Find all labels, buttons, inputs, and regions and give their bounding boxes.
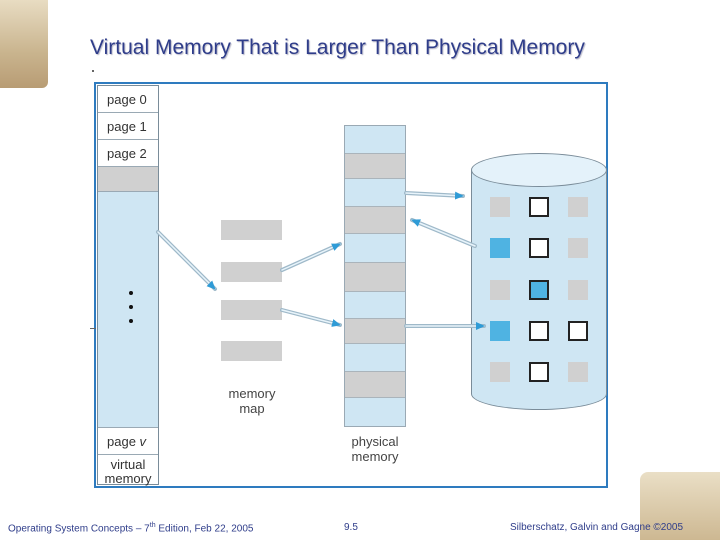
disk-block — [529, 238, 549, 258]
physical-memory-column — [344, 125, 406, 427]
vm-page-0: page 0 — [98, 86, 158, 113]
memory-map-entry — [221, 220, 282, 240]
memory-map-entry — [221, 341, 282, 361]
disk-block — [490, 362, 510, 382]
slide-title: Virtual Memory That is Larger Than Physi… — [90, 36, 585, 59]
vm-page-0-label: page 0 — [107, 91, 147, 107]
arrow-vm-to-map — [156, 230, 217, 291]
disk-block — [490, 238, 510, 258]
vm-page-block — [98, 167, 158, 192]
ellipsis-dot — [129, 291, 133, 295]
disk-block — [529, 321, 549, 341]
vm-caption-line1: virtual — [110, 457, 146, 472]
pm-frame-used — [345, 371, 405, 398]
arrow-pm-to-disk-1 — [404, 191, 465, 200]
footer-course-suffix: Edition, Feb 22, 2005 — [155, 523, 254, 535]
physical-memory-label-line1: physical — [351, 434, 399, 449]
vm-page-2: page 2 — [98, 140, 158, 167]
disk-block — [490, 321, 510, 341]
physical-memory-label-line2: memory — [351, 449, 399, 464]
disk-block — [568, 197, 588, 217]
disk-block — [490, 280, 510, 300]
physical-memory-label: physical memory — [340, 434, 410, 464]
footer-authors: Silberschatz, Galvin and Gagne ©2005 — [510, 522, 684, 533]
disk-block — [529, 362, 549, 382]
memory-map-label-line1: memory — [228, 386, 276, 401]
title-marker — [92, 70, 94, 72]
vm-caption-line2: memory — [104, 471, 152, 486]
frame-tick — [90, 328, 96, 329]
arrow-map-to-pm-1 — [280, 242, 342, 272]
pm-frame-used — [345, 318, 405, 344]
disk-block — [568, 280, 588, 300]
arrow-disk-to-pm — [410, 218, 477, 248]
vm-page-v-var: v — [139, 433, 147, 449]
footer-course-prefix: Operating System Concepts – 7 — [8, 523, 150, 535]
footer-course-sup: th — [149, 522, 156, 529]
vm-ellipsis — [129, 291, 133, 331]
ellipsis-dot — [129, 305, 133, 309]
vm-page-1: page 1 — [98, 113, 158, 140]
memory-map-label: memory map — [218, 386, 286, 416]
dinosaur-logo-bottom — [640, 472, 720, 540]
memory-map-label-line2: map — [239, 401, 265, 416]
disk-cylinder-top — [471, 153, 607, 187]
vm-page-v: page v — [98, 427, 158, 455]
disk-block — [568, 238, 588, 258]
vm-page-1-label: page 1 — [107, 118, 147, 134]
virtual-memory-column: page 0 page 1 page 2 page v virtual memo… — [97, 85, 159, 486]
memory-map-entry — [221, 262, 282, 282]
disk-block — [568, 321, 588, 341]
footer-course: Operating System Concepts – 7th Edition,… — [8, 522, 253, 534]
vm-page-v-prefix: page — [107, 433, 140, 449]
vm-page-2-label: page 2 — [107, 145, 147, 161]
disk-block — [529, 280, 549, 300]
dinosaur-logo-top — [0, 0, 48, 88]
footer-page-number: 9.5 — [344, 522, 358, 533]
disk-block — [490, 197, 510, 217]
disk-block — [529, 197, 549, 217]
pm-frame-used — [345, 262, 405, 292]
pm-frame-used — [345, 153, 405, 179]
disk-block — [568, 362, 588, 382]
ellipsis-dot — [129, 319, 133, 323]
pm-frame-used — [345, 206, 405, 234]
arrow-map-to-pm-2 — [280, 308, 342, 327]
memory-map-entry — [221, 300, 282, 320]
vm-caption: virtual memory — [98, 455, 158, 486]
